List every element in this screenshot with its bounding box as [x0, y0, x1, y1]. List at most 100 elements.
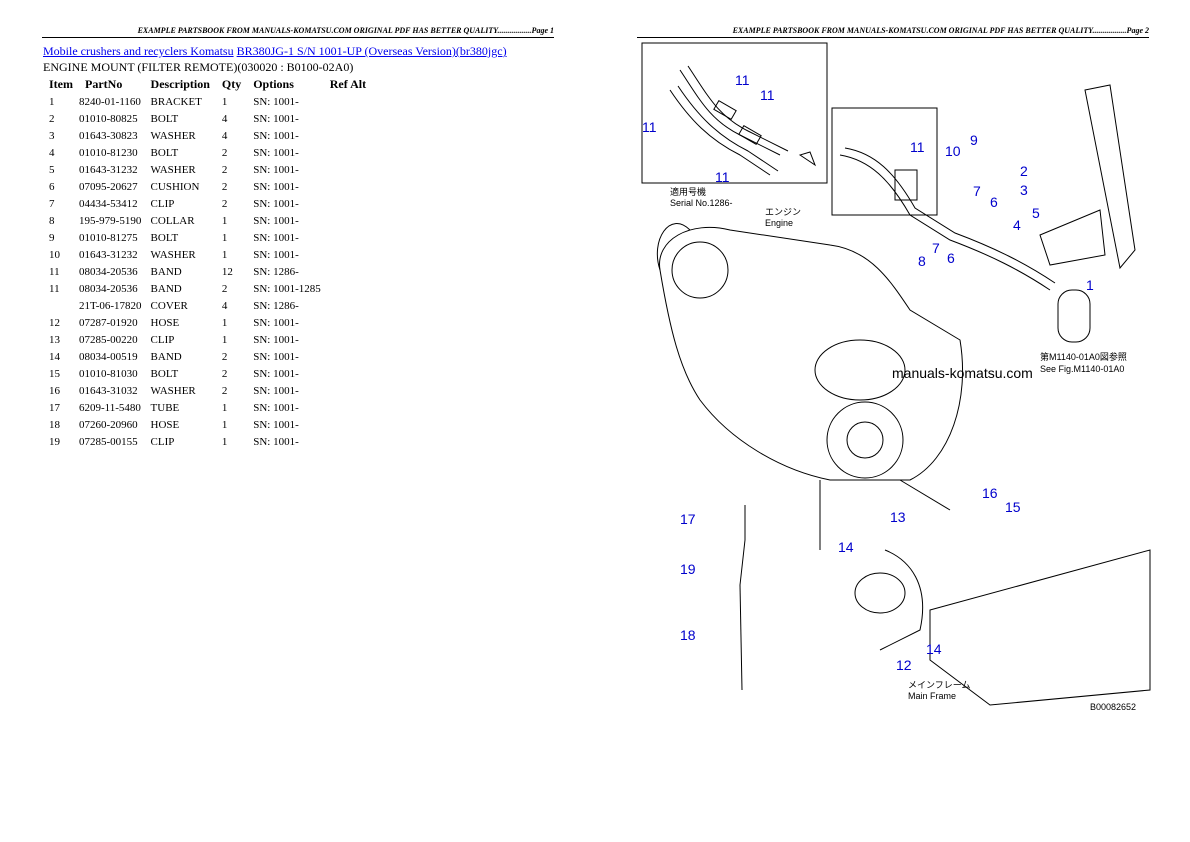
- col-header-partno: PartNo: [85, 77, 123, 91]
- cell-partno: 01643-31032: [79, 384, 138, 397]
- ref-fig-label: See Fig.M1140-01A0: [1040, 364, 1124, 374]
- cell-qty: 1: [221, 95, 228, 108]
- inset-hoses: [669, 65, 817, 176]
- serial-label: Serial No.1286-: [670, 198, 733, 208]
- cell-qty: 4: [221, 112, 228, 125]
- cell-refalt: [324, 263, 372, 280]
- col-header-options: Options: [253, 77, 294, 91]
- breadcrumb-link-model[interactable]: BR380JG-1 S/N 1001-UP (Overseas Version)…: [236, 44, 507, 58]
- cell-item: 11: [49, 265, 60, 278]
- cell-refalt: [324, 161, 372, 178]
- cell-options: SN: 1001-: [253, 129, 299, 142]
- cell-description: BRACKET: [150, 95, 202, 108]
- cell-description: CLIP: [150, 435, 175, 448]
- callout-8: 8: [918, 253, 926, 269]
- cell-partno: 8240-01-1160: [79, 95, 141, 108]
- callout-9: 9: [970, 132, 978, 148]
- callout-11e: 11: [910, 139, 925, 155]
- cell-refalt: [324, 314, 372, 331]
- callout-6a: 6: [990, 194, 998, 210]
- engine-drawing: [656, 223, 964, 481]
- main-frame-label: Main Frame: [908, 691, 956, 701]
- cell-item: 5: [49, 163, 55, 176]
- cell-description: CUSHION: [150, 180, 200, 193]
- cell-description: BOLT: [150, 146, 179, 159]
- cell-refalt: [324, 348, 372, 365]
- cell-qty: 1: [221, 435, 228, 448]
- cell-refalt: [324, 399, 372, 416]
- col-header-qty: Qty: [221, 77, 242, 91]
- detail-inset-box: [641, 42, 828, 184]
- callout-3: 3: [1020, 182, 1028, 198]
- cell-description: BOLT: [150, 231, 179, 244]
- cell-refalt: [324, 110, 372, 127]
- engine-label: Engine: [765, 218, 793, 228]
- cell-options: SN: 1001-: [253, 435, 299, 448]
- cell-options: SN: 1001-: [253, 231, 299, 244]
- callout-11c: 11: [642, 119, 657, 135]
- col-header-item: Item: [49, 77, 73, 91]
- page-title: ENGINE MOUNT (FILTER REMOTE)(030020 : B0…: [43, 60, 354, 74]
- cell-partno: 01010-81275: [79, 231, 138, 244]
- cell-partno: 6209-11-5480: [79, 401, 141, 414]
- cell-qty: 2: [221, 163, 228, 176]
- callout-15: 15: [1005, 499, 1021, 515]
- cell-options: SN: 1001-: [253, 146, 299, 159]
- cell-partno: 08034-00519: [79, 350, 138, 363]
- callout-7a: 7: [973, 183, 981, 199]
- cell-refalt: [324, 93, 372, 110]
- cell-refalt: [324, 280, 372, 297]
- callout-12: 12: [896, 657, 912, 673]
- cell-item: 7: [49, 197, 55, 210]
- callout-11b: 11: [760, 87, 775, 103]
- callout-1: 1: [1086, 277, 1094, 293]
- cell-partno: 21T-06-17820: [79, 299, 142, 312]
- cell-item: 15: [49, 367, 60, 380]
- cell-item: 13: [49, 333, 60, 346]
- ref-fig-label-jp: 第M1140-01A0図参照: [1040, 351, 1127, 362]
- cell-refalt: [324, 331, 372, 348]
- main-frame-label-jp: メインフレーム: [908, 680, 970, 690]
- cell-partno: 07285-00220: [79, 333, 138, 346]
- breadcrumb-link-category[interactable]: Mobile crushers and recyclers Komatsu: [43, 44, 234, 58]
- cell-options: SN: 1001-: [253, 384, 299, 397]
- cell-description: BAND: [150, 350, 182, 363]
- cell-qty: 2: [221, 180, 228, 193]
- callout-7b: 7: [932, 240, 940, 256]
- cell-item: 17: [49, 401, 60, 414]
- cell-partno: 08034-20536: [79, 282, 138, 295]
- col-header-refalt: Ref Alt: [329, 77, 367, 91]
- cell-qty: 1: [221, 231, 228, 244]
- cell-item: 9: [49, 231, 55, 244]
- callout-11a: 11: [735, 72, 750, 88]
- cell-options: SN: 1001-: [253, 367, 299, 380]
- cell-qty: 1: [221, 214, 228, 227]
- cell-item: 18: [49, 418, 60, 431]
- cell-options: SN: 1001-: [253, 214, 299, 227]
- cell-item: 19: [49, 435, 60, 448]
- cell-description: BOLT: [150, 367, 179, 380]
- cell-qty: 2: [221, 282, 228, 295]
- cell-options: SN: 1001-: [253, 112, 299, 125]
- cell-refalt: [324, 144, 372, 161]
- page-header-right: EXAMPLE PARTSBOOK FROM MANUALS-KOMATSU.C…: [637, 25, 1149, 38]
- callout-4: 4: [1013, 217, 1021, 233]
- cell-item: 6: [49, 180, 55, 193]
- cell-item: 4: [49, 146, 55, 159]
- cell-item: 11: [49, 282, 60, 295]
- lower-parts-drawing: [739, 479, 1151, 706]
- callout-19: 19: [680, 561, 696, 577]
